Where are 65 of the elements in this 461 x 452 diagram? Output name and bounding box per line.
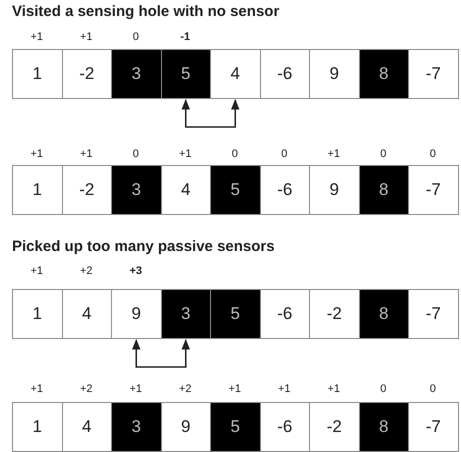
- count-label: 0: [379, 148, 388, 160]
- count-label: 0: [280, 148, 288, 160]
- number-cell: -6: [260, 49, 310, 99]
- count-label: +2: [78, 265, 94, 277]
- count-label: +1: [227, 383, 242, 395]
- number-cell: 5: [210, 402, 260, 452]
- swap-arrow: [182, 98, 240, 128]
- count-label: -1: [179, 31, 192, 43]
- count-label: 0: [428, 383, 437, 395]
- number-cell: -6: [260, 289, 310, 339]
- number-cell: -7: [408, 289, 458, 339]
- number-cell: 4: [210, 49, 260, 99]
- number-cell: 4: [160, 165, 211, 215]
- number-cell: 9: [160, 402, 211, 452]
- number-cell: 8: [358, 49, 409, 99]
- count-label: +1: [78, 31, 94, 43]
- number-cell: 3: [111, 402, 162, 452]
- number-cell: -7: [408, 49, 458, 99]
- number-cell: 3: [160, 289, 211, 339]
- number-cell: 1: [12, 402, 62, 452]
- number-cell: 5: [210, 165, 260, 215]
- count-label: 0: [132, 148, 140, 160]
- number-cell: -7: [408, 165, 458, 215]
- count-label: +1: [178, 148, 193, 160]
- count-label: +2: [78, 383, 94, 395]
- number-cell: -6: [260, 165, 310, 215]
- number-cell: 5: [210, 289, 260, 339]
- number-cell: -2: [62, 165, 112, 215]
- count-label: 0: [428, 148, 437, 160]
- count-label: +1: [29, 265, 44, 277]
- number-cell: 3: [111, 165, 162, 215]
- number-cell: 9: [309, 165, 360, 215]
- number-cell: 3: [111, 49, 162, 99]
- section-heading: Visited a sensing hole with no sensor: [12, 3, 280, 20]
- number-cell: 4: [62, 402, 112, 452]
- number-cell: 4: [62, 289, 112, 339]
- count-label: +3: [128, 265, 144, 277]
- count-label: +1: [29, 148, 44, 160]
- section-heading: Picked up too many passive sensors: [12, 238, 275, 255]
- count-label: +1: [326, 383, 342, 395]
- number-cell: 5: [160, 49, 211, 99]
- number-cell: -2: [62, 49, 112, 99]
- number-cell: -2: [309, 289, 360, 339]
- number-cell: -7: [408, 402, 458, 452]
- swap-arrow: [132, 338, 190, 368]
- count-label: +1: [276, 383, 292, 395]
- count-label: +1: [326, 148, 342, 160]
- count-label: +2: [178, 383, 193, 395]
- count-label: 0: [379, 383, 388, 395]
- number-cell: 8: [358, 165, 409, 215]
- count-label: 0: [230, 148, 239, 160]
- count-label: +1: [128, 383, 144, 395]
- count-label: 0: [132, 31, 140, 43]
- count-label: +1: [78, 148, 94, 160]
- count-label: +1: [29, 31, 44, 43]
- number-cell: 9: [309, 49, 360, 99]
- number-cell: 1: [12, 165, 62, 215]
- number-cell: 9: [111, 289, 162, 339]
- number-cell: 1: [12, 49, 62, 99]
- number-cell: 8: [358, 402, 409, 452]
- number-cell: 1: [12, 289, 62, 339]
- number-cell: -2: [309, 402, 360, 452]
- count-label: +1: [29, 383, 44, 395]
- number-cell: -6: [260, 402, 310, 452]
- number-cell: 8: [358, 289, 409, 339]
